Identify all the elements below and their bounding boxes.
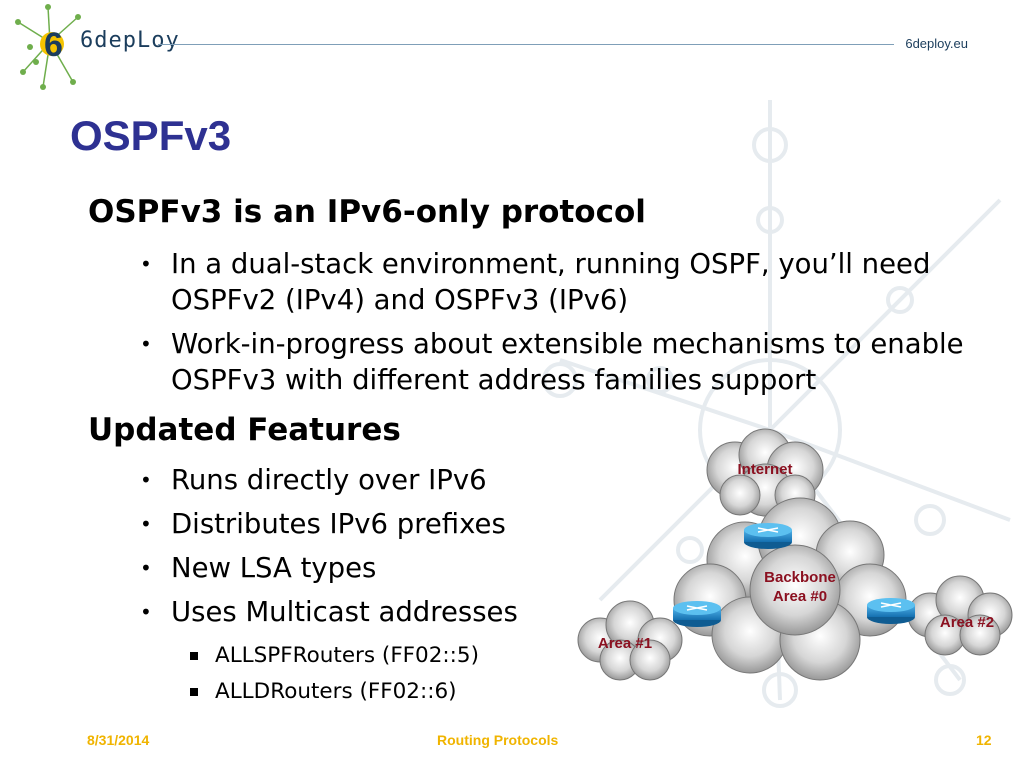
footer-date: 8/31/2014	[87, 732, 150, 748]
internet-label: Internet	[737, 461, 793, 478]
6deploy-logo: 6	[15, 4, 81, 90]
bullet-dot: •	[140, 332, 152, 356]
bullet-item: • Work-in-progress about extensible mech…	[140, 326, 1020, 398]
area1-label: Area #1	[597, 635, 653, 652]
svg-text:6: 6	[44, 26, 63, 64]
square-bullet-icon	[190, 652, 198, 660]
site-url: 6deploy.eu	[905, 36, 968, 51]
backbone-label-line2: Area #0	[772, 588, 828, 605]
bullet-dot: •	[140, 468, 152, 492]
footer-page-number: 12	[976, 732, 992, 748]
bullet-dot: •	[140, 556, 152, 580]
backbone-label-line1: Backbone	[764, 569, 836, 586]
header-divider	[158, 44, 894, 45]
bullet-dot: •	[140, 600, 152, 624]
bullet-text: Distributes IPv6 prefixes	[171, 508, 506, 540]
router-icon	[673, 601, 721, 627]
bullet-item: • Distributes IPv6 prefixes	[140, 506, 560, 542]
router-icon	[867, 598, 915, 624]
sub-bullet-item: ALLDRouters (FF02::6)	[190, 678, 457, 706]
bullet-dot: •	[140, 512, 152, 536]
sub-bullet-item: ALLSPFRouters (FF02::5)	[190, 642, 479, 670]
bullet-text: Work-in-progress about extensible mechan…	[171, 328, 964, 396]
diagram-graphics	[577, 428, 1013, 681]
bullet-item: • Uses Multicast addresses	[140, 594, 560, 630]
section-heading-1: OSPFv3 is an IPv6-only protocol	[88, 194, 646, 230]
bullet-item: • Runs directly over IPv6	[140, 462, 560, 498]
internet-cloud	[706, 428, 824, 517]
footer-topic: Routing Protocols	[437, 732, 559, 748]
section-heading-2: Updated Features	[88, 412, 401, 448]
bullet-text: Uses Multicast addresses	[171, 596, 518, 628]
ospf-area-diagram: Internet Backbone Area #0 Area #1 Area #…	[570, 420, 1020, 710]
slide-title: OSPFv3	[70, 112, 232, 159]
bullet-item: • New LSA types	[140, 550, 560, 586]
sub-bullet-text: ALLSPFRouters (FF02::5)	[215, 643, 479, 668]
bullet-text: In a dual-stack environment, running OSP…	[171, 248, 931, 316]
bullet-item: • In a dual-stack environment, running O…	[140, 246, 1020, 318]
area1-cloud	[577, 600, 683, 681]
bullet-text: New LSA types	[171, 552, 377, 584]
area2-cloud	[907, 575, 1013, 656]
backbone-label: Backbone Area #0	[750, 568, 850, 606]
router-icon	[744, 523, 792, 549]
area2-label: Area #2	[939, 614, 995, 631]
logo-wordmark: 6depLoy	[80, 28, 180, 53]
square-bullet-icon	[190, 688, 198, 696]
bullet-text: Runs directly over IPv6	[171, 464, 487, 496]
sub-bullet-text: ALLDRouters (FF02::6)	[215, 679, 457, 704]
bullet-dot: •	[140, 252, 152, 276]
